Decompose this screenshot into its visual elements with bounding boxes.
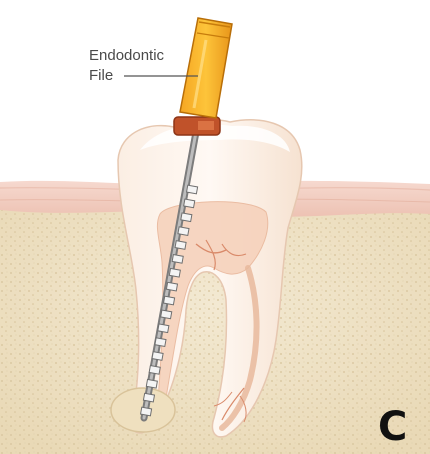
file-flute: [164, 296, 175, 305]
file-flute: [141, 407, 152, 416]
file-flute: [149, 366, 160, 375]
file-flute: [175, 241, 186, 250]
file-flute: [184, 199, 195, 208]
file-flute: [158, 324, 169, 333]
file-flute: [161, 310, 172, 319]
file-flute: [143, 393, 154, 402]
file-flute: [178, 227, 189, 236]
panel-letter: C: [378, 404, 407, 450]
file-flute: [181, 213, 192, 222]
file-flute: [187, 185, 198, 194]
file-handle: [180, 18, 232, 118]
file-flute: [166, 282, 177, 291]
file-flute: [152, 352, 163, 361]
file-label: Endodontic File: [89, 47, 198, 84]
file-flute: [172, 255, 183, 264]
label-line-1: Endodontic: [89, 47, 165, 64]
file-flute: [146, 379, 157, 388]
file-flute: [155, 338, 166, 347]
file-flute: [169, 268, 180, 277]
label-line-2: File: [89, 67, 113, 84]
